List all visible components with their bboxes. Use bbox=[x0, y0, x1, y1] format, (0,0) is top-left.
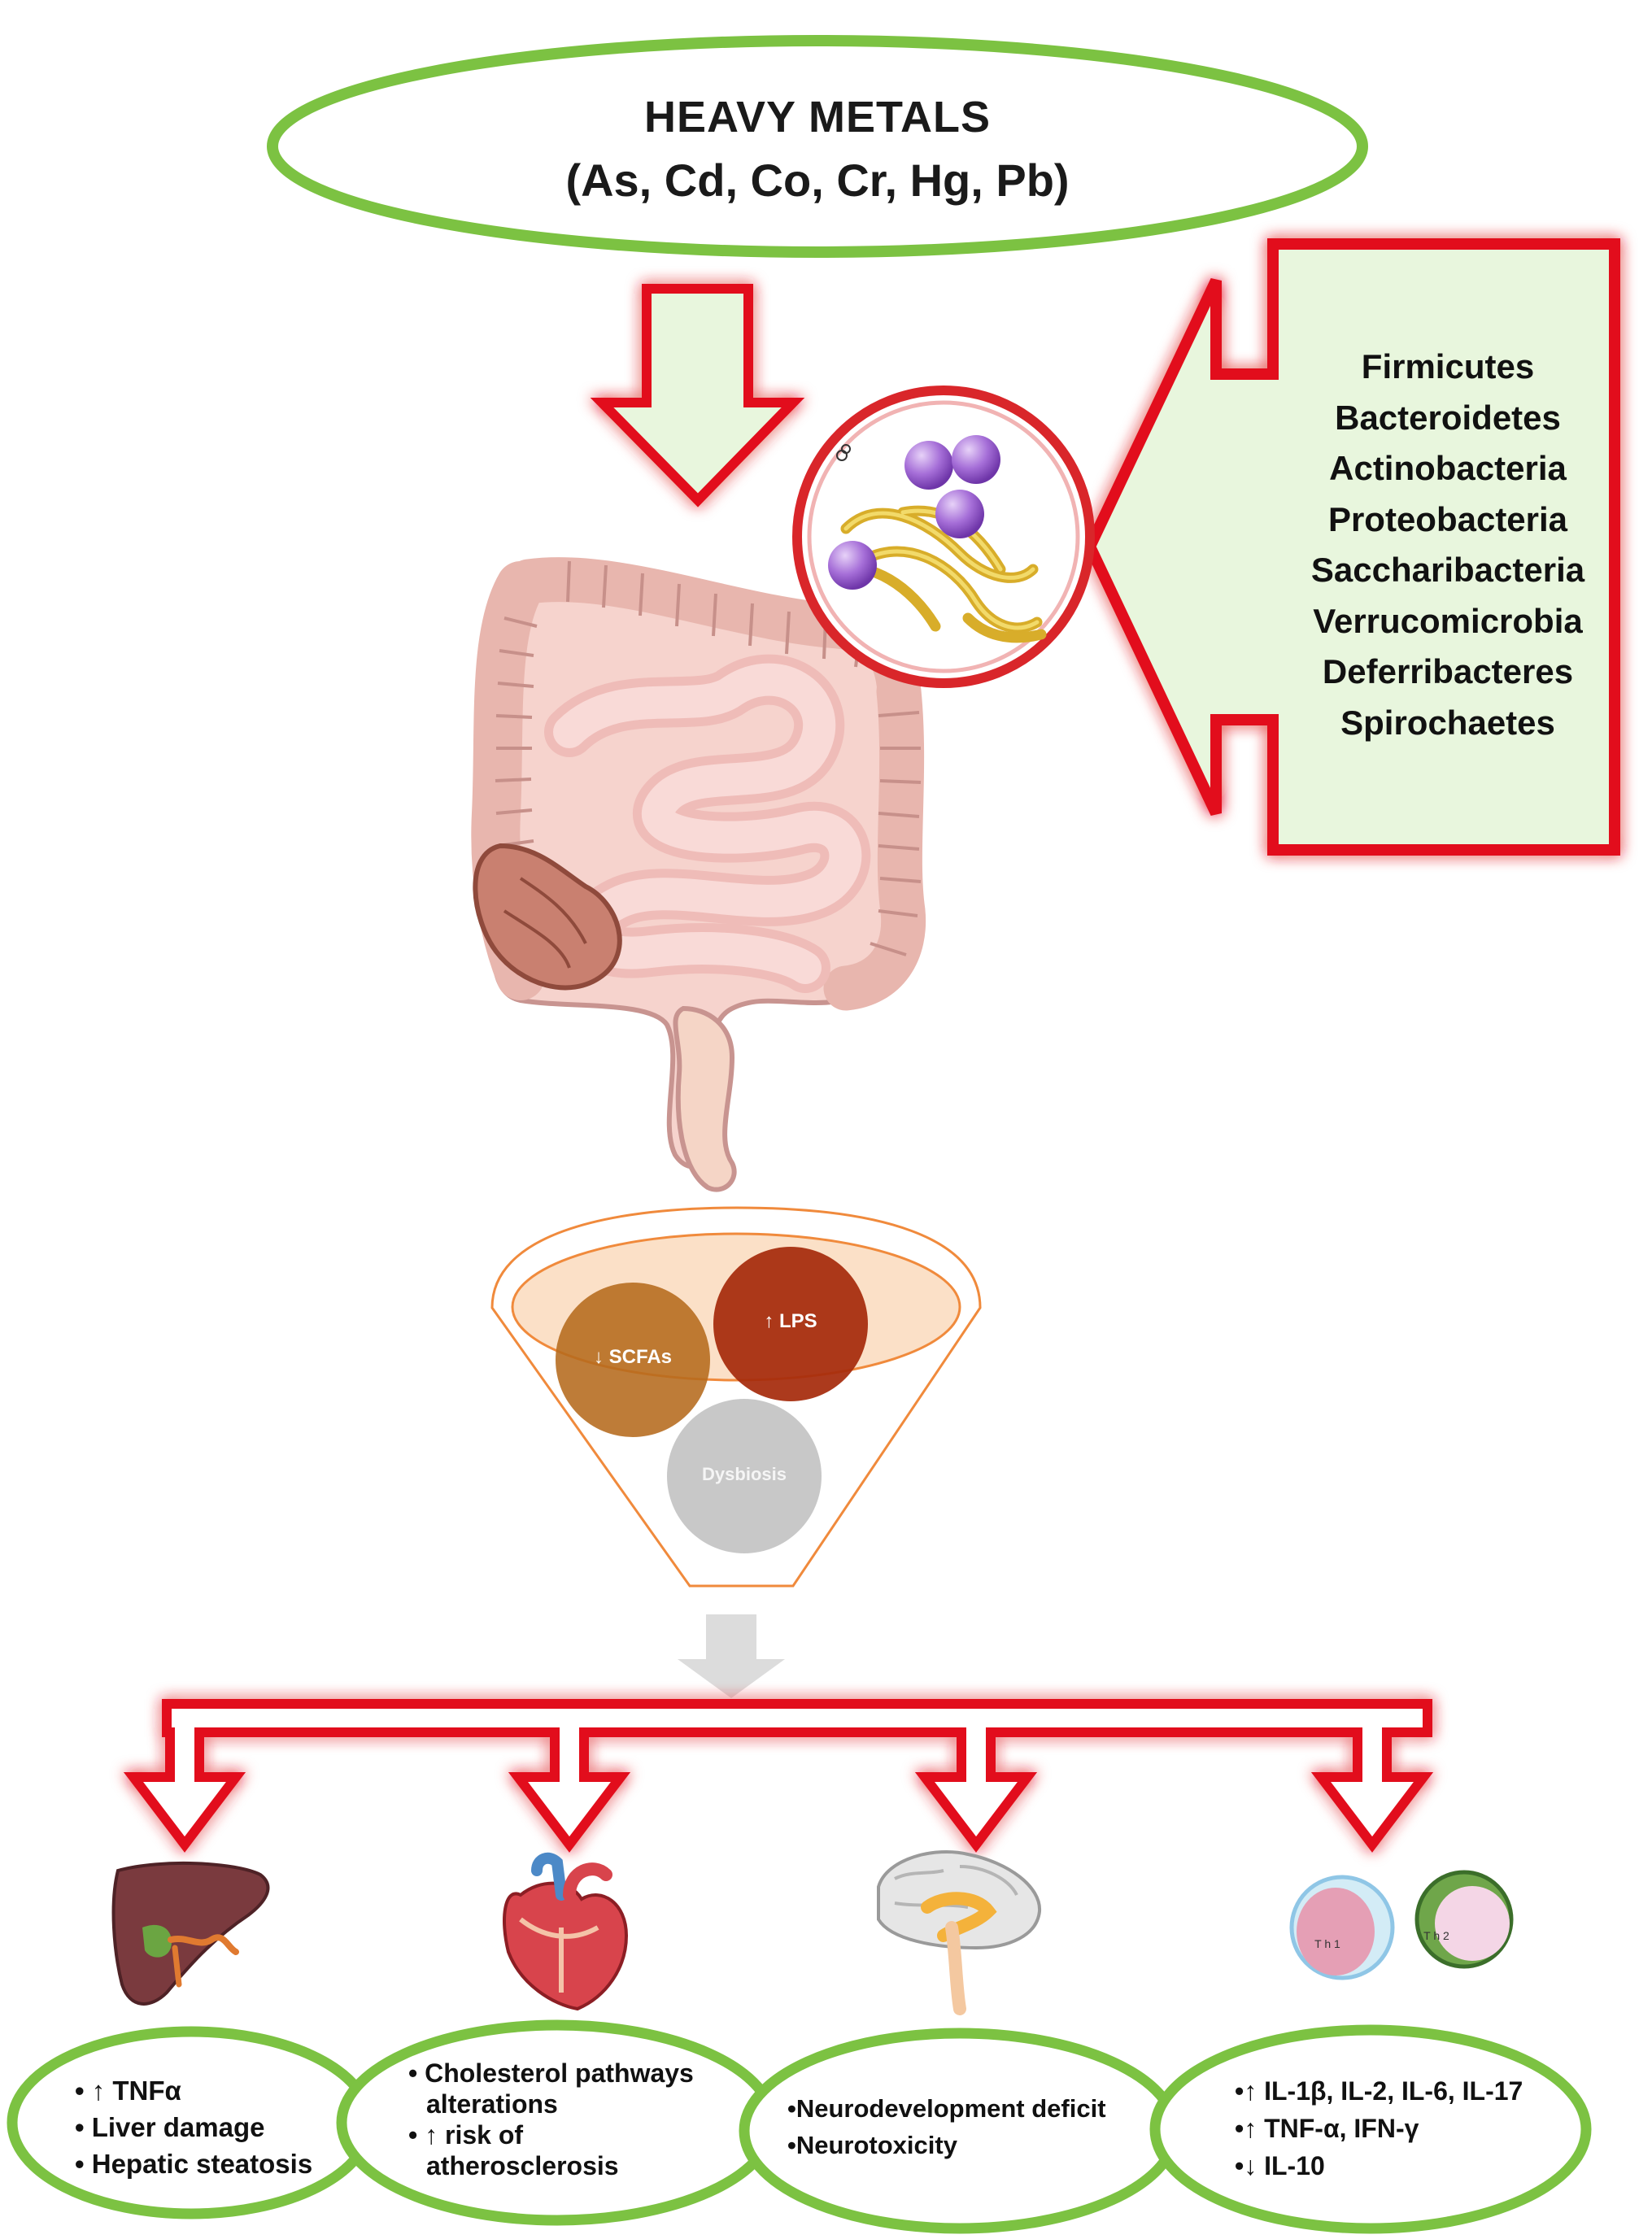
branch-arrows bbox=[123, 1699, 1434, 1853]
dysbiosis-circle bbox=[667, 1399, 822, 1553]
outcome-item: alterations bbox=[426, 2089, 558, 2119]
phylum-item: Deferribacteres bbox=[1322, 652, 1574, 690]
outcome-liver: • ↑ TNFα • Liver damage • Hepatic steato… bbox=[75, 2072, 312, 2182]
outcome-heart: • Cholesterol pathways alterations • ↑ r… bbox=[408, 2058, 694, 2181]
phylum-item: Actinobacteria bbox=[1329, 449, 1567, 487]
lps-circle bbox=[713, 1247, 868, 1401]
top-down-arrow bbox=[590, 284, 805, 507]
th2-label: T h 2 bbox=[1423, 1929, 1449, 1942]
phylum-item: Saccharibacteria bbox=[1310, 551, 1585, 589]
funnel-graphic bbox=[490, 1206, 982, 1588]
phylum-item: Bacteroidetes bbox=[1335, 398, 1561, 437]
outcome-item: •↑ IL-1β, IL-2, IL-6, IL-17 bbox=[1235, 2076, 1523, 2106]
title-line-1: HEAVY METALS bbox=[643, 92, 992, 142]
title-text: HEAVY METALS (As, Cd, Co, Cr, Hg, Pb) bbox=[268, 39, 1366, 259]
outcome-item: • Cholesterol pathways bbox=[408, 2058, 694, 2088]
phylum-item: Proteobacteria bbox=[1327, 499, 1568, 538]
outcome-item: • Liver damage bbox=[75, 2112, 265, 2142]
brain-icon bbox=[877, 1850, 1042, 2015]
bacteria-magnifier bbox=[792, 386, 1095, 688]
outcome-item: • Hepatic steatosis bbox=[75, 2149, 313, 2179]
outcome-item: • ↑ risk of bbox=[408, 2120, 524, 2150]
outcome-item: •↓ IL-10 bbox=[1235, 2151, 1325, 2180]
phylum-item: Spirochaetes bbox=[1340, 703, 1555, 742]
scfa-label: ↓ SCFAs bbox=[593, 1346, 673, 1368]
th-cells-icon: T h 1 T h 2 bbox=[1289, 1870, 1514, 1980]
intestine-illustration bbox=[471, 557, 926, 1192]
phyla-arrow-panel bbox=[1083, 238, 1620, 856]
phyla-list: Firmicutes Bacteroidetes Actinobacteria … bbox=[1261, 342, 1635, 748]
heart-icon bbox=[503, 1852, 629, 2011]
th1-label: T h 1 bbox=[1314, 1937, 1340, 1950]
lps-label: ↑ LPS bbox=[764, 1310, 817, 1332]
phylum-item: Verrucomicrobia bbox=[1313, 601, 1583, 640]
outcome-item: • ↑ TNFα bbox=[75, 2076, 181, 2106]
title-ellipse bbox=[267, 35, 1368, 258]
liver-icon bbox=[111, 1861, 270, 2006]
outcome-item: •Neurotoxicity bbox=[787, 2131, 957, 2159]
outcome-immune: •↑ IL-1β, IL-2, IL-6, IL-17 •↑ TNF-α, IF… bbox=[1235, 2072, 1523, 2185]
outcome-ellipse-immune bbox=[1149, 2024, 1592, 2234]
dysbiosis-label: Dysbiosis bbox=[702, 1464, 787, 1484]
outcome-item: •Neurodevelopment deficit bbox=[787, 2094, 1106, 2123]
outcome-item: atherosclerosis bbox=[426, 2151, 619, 2180]
title-line-2: (As, Cd, Co, Cr, Hg, Pb) bbox=[565, 154, 1070, 206]
outcome-brain: •Neurodevelopment deficit •Neurotoxicity bbox=[787, 2090, 1106, 2163]
phylum-item: Firmicutes bbox=[1361, 347, 1535, 386]
scfa-circle bbox=[556, 1283, 710, 1437]
grey-down-arrow bbox=[678, 1614, 785, 1698]
outcome-item: •↑ TNF-α, IFN-γ bbox=[1235, 2114, 1419, 2143]
